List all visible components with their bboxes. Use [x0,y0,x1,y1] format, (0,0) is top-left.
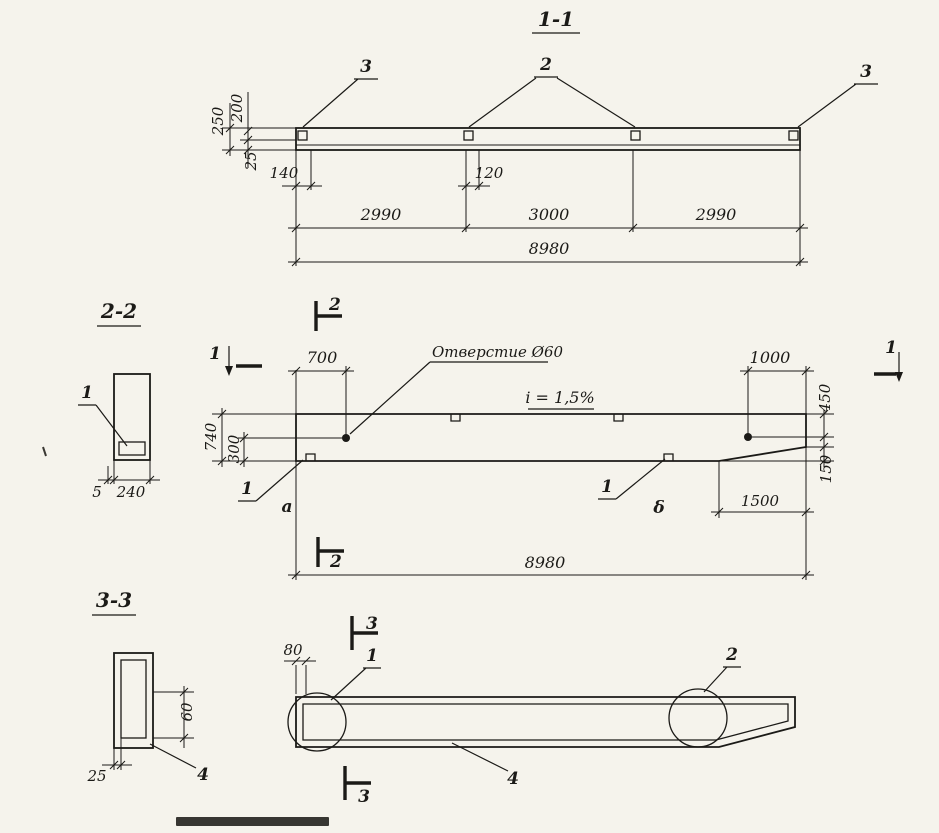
embedded-bracket-marks [305,414,674,461]
node-label-a: а [281,497,292,517]
scan-artifacts [42,446,329,826]
view-1-1-dimension-ticks [225,123,805,267]
node-label-b: δ [652,498,664,518]
beam-elevation-outline [295,413,807,462]
view-2-2-dimension-lines [98,460,160,484]
view-1-1-leader-lines [302,76,878,128]
dim-250: 250 [209,106,227,136]
section-3-3-outline [113,652,154,749]
section-mark-3-top [350,616,378,650]
view-2-2-leader [78,404,128,447]
view-2-2: 2-2 1 5 240 [78,299,160,501]
section-2-2-outline [113,373,151,461]
section-mark-2-top [314,301,342,331]
dim-1000: 1000 [750,348,791,367]
dim-80-ticks [291,656,311,666]
section-label-3-top: 3 [366,614,378,634]
section-label-2-top: 2 [328,295,341,315]
hole-note-text: Отверстие Ø60 [432,343,564,361]
dim-5: 5 [92,483,102,501]
elevation-dimension-lines [212,366,834,580]
dim-740: 740 [202,422,220,451]
section-arrowhead-1-left [225,366,233,376]
view-1-1: 1-1 3 2 3 200 250 25 140 120 2990 3000 2… [209,7,878,267]
dim-700: 700 [307,348,338,367]
beam-bottom-outline [295,696,796,748]
dim-2990-left: 2990 [360,205,402,224]
dim-3000: 3000 [529,205,570,224]
beam-bottom-inner [302,703,789,741]
view-3-3-dimension-ticks [109,687,189,770]
view-2-2-dimension-ticks [103,475,155,485]
view-3-3-dimension-lines [102,686,194,770]
view-3-3-title: 3-3 [96,588,132,612]
callout-1-elev-left: 1 [241,479,253,499]
scan-speck [42,446,47,457]
detail-circle-left [287,692,347,752]
section-label-3-bottom: 3 [358,787,370,807]
dim-240: 240 [116,483,146,501]
dim-200: 200 [228,93,246,123]
embedded-plates [297,130,799,141]
dim-80: 80 [283,641,303,659]
plate-3 [630,130,641,141]
dim-60: 60 [178,702,196,722]
dim-150: 150 [817,454,835,483]
view-2-2-title: 2-2 [100,299,137,323]
dim-80-lines [284,660,316,694]
dim-300: 300 [225,434,243,463]
elevation-view: 2 1 1 Отверстие Ø60 i = 1,5% 700 1000 45… [202,295,903,580]
callout-3-left: 3 [360,57,372,77]
detail-circle-right [668,688,728,748]
callout-3-right: 3 [860,62,872,82]
bottom-view-leaders [330,666,741,772]
section-arrowhead-1-right [895,372,903,382]
elevation-callout-leaders [238,458,666,502]
view-3-3-leader [149,743,197,769]
slope-note-text: i = 1,5% [525,388,594,407]
dim-120: 120 [475,164,504,182]
dim-8980-plan: 8980 [529,239,570,258]
callout-1-elev-right: 1 [601,477,613,497]
callout-1-bottom: 1 [366,646,378,666]
dim-140: 140 [270,164,299,182]
callout-2: 2 [539,55,552,75]
callout-4-section: 4 [197,765,209,785]
dim-25-section: 25 [86,767,106,785]
callout-1-section: 1 [81,383,93,403]
hole-note-leader [349,361,548,435]
plate-1 [297,130,308,141]
dim-8980-elevation: 8980 [525,553,566,572]
section-mark-3-bottom [343,766,371,800]
callout-4-bottom: 4 [507,769,519,789]
section-label-2-bottom: 2 [329,552,342,572]
section-label-1-right: 1 [885,338,897,358]
section-mark-2-bottom [316,537,344,567]
section-3-3-cavity [120,659,147,739]
elevation-dimension-ticks [217,366,829,580]
section-2-2-flange [118,441,146,456]
beam-plan-outline [295,127,801,151]
view-1-1-dimension-lines [222,92,808,266]
plate-2 [463,130,474,141]
dim-2990-right: 2990 [695,205,737,224]
dim-450: 450 [816,383,834,413]
dim-25: 25 [242,151,260,171]
view-3-3: 3-3 60 25 4 [86,588,208,785]
section-label-1-left: 1 [209,344,221,364]
scan-smudge [176,817,329,826]
dim-1500: 1500 [741,492,780,510]
callout-2-bottom: 2 [725,645,738,665]
view-1-1-title: 1-1 [538,7,574,31]
plate-4 [788,130,799,141]
bottom-view: 3 80 1 2 4 3 [283,614,796,807]
